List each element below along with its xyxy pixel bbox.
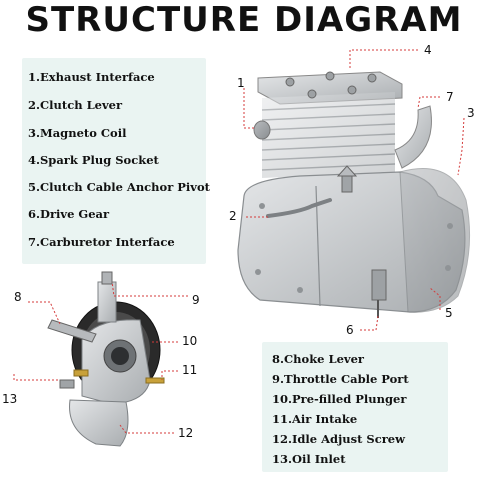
carburetor-illustration	[47, 271, 165, 447]
callout-9: 9	[192, 293, 200, 307]
legend-panel-engine: 1.Exhaust Interface 2.Clutch Lever 3.Mag…	[22, 58, 210, 264]
callout-10: 10	[182, 334, 198, 348]
legend-item-exhaust-interface: 1.Exhaust Interface	[28, 70, 155, 84]
callout-5: 5	[445, 306, 453, 320]
callout-1: 1	[237, 76, 245, 90]
legend-item-choke-lever: 8.Choke Lever	[272, 352, 364, 366]
legend-item-drive-gear: 6.Drive Gear	[28, 207, 110, 221]
legend-panel-carburetor: 8.Choke Lever 9.Throttle Cable Port 10.P…	[262, 342, 448, 472]
legend-item-oil-inlet: 13.Oil Inlet	[272, 452, 346, 466]
callout-4: 4	[424, 43, 432, 57]
callout-12: 12	[178, 426, 194, 440]
callout-8: 8	[14, 290, 22, 304]
legend-item-clutch-cable-anchor: 5.Clutch Cable Anchor Pivot	[28, 180, 210, 194]
callout-7: 7	[446, 90, 454, 104]
callout-2: 2	[229, 209, 237, 223]
legend-item-air-intake: 11.Air Intake	[272, 412, 358, 426]
legend-item-idle-adjust-screw: 12.Idle Adjust Screw	[272, 432, 405, 446]
legend-item-clutch-lever: 2.Clutch Lever	[28, 98, 123, 112]
leader-lines	[13, 49, 465, 434]
callout-11: 11	[182, 363, 198, 377]
callout-13: 13	[2, 392, 18, 406]
legend-item-throttle-cable-port: 9.Throttle Cable Port	[272, 372, 409, 386]
legend-item-magneto-coil: 3.Magneto Coil	[28, 126, 127, 140]
legend-item-spark-plug-socket: 4.Spark Plug Socket	[28, 153, 159, 167]
callout-3: 3	[467, 106, 475, 120]
engine-illustration	[237, 71, 471, 318]
legend-item-pre-filled-plunger: 10.Pre-filled Plunger	[272, 392, 407, 406]
callout-6: 6	[346, 323, 354, 337]
diagram-title: STRUCTURE DIAGRAM	[25, 0, 463, 40]
legend-item-carburetor-interface: 7.Carburetor Interface	[28, 235, 175, 249]
